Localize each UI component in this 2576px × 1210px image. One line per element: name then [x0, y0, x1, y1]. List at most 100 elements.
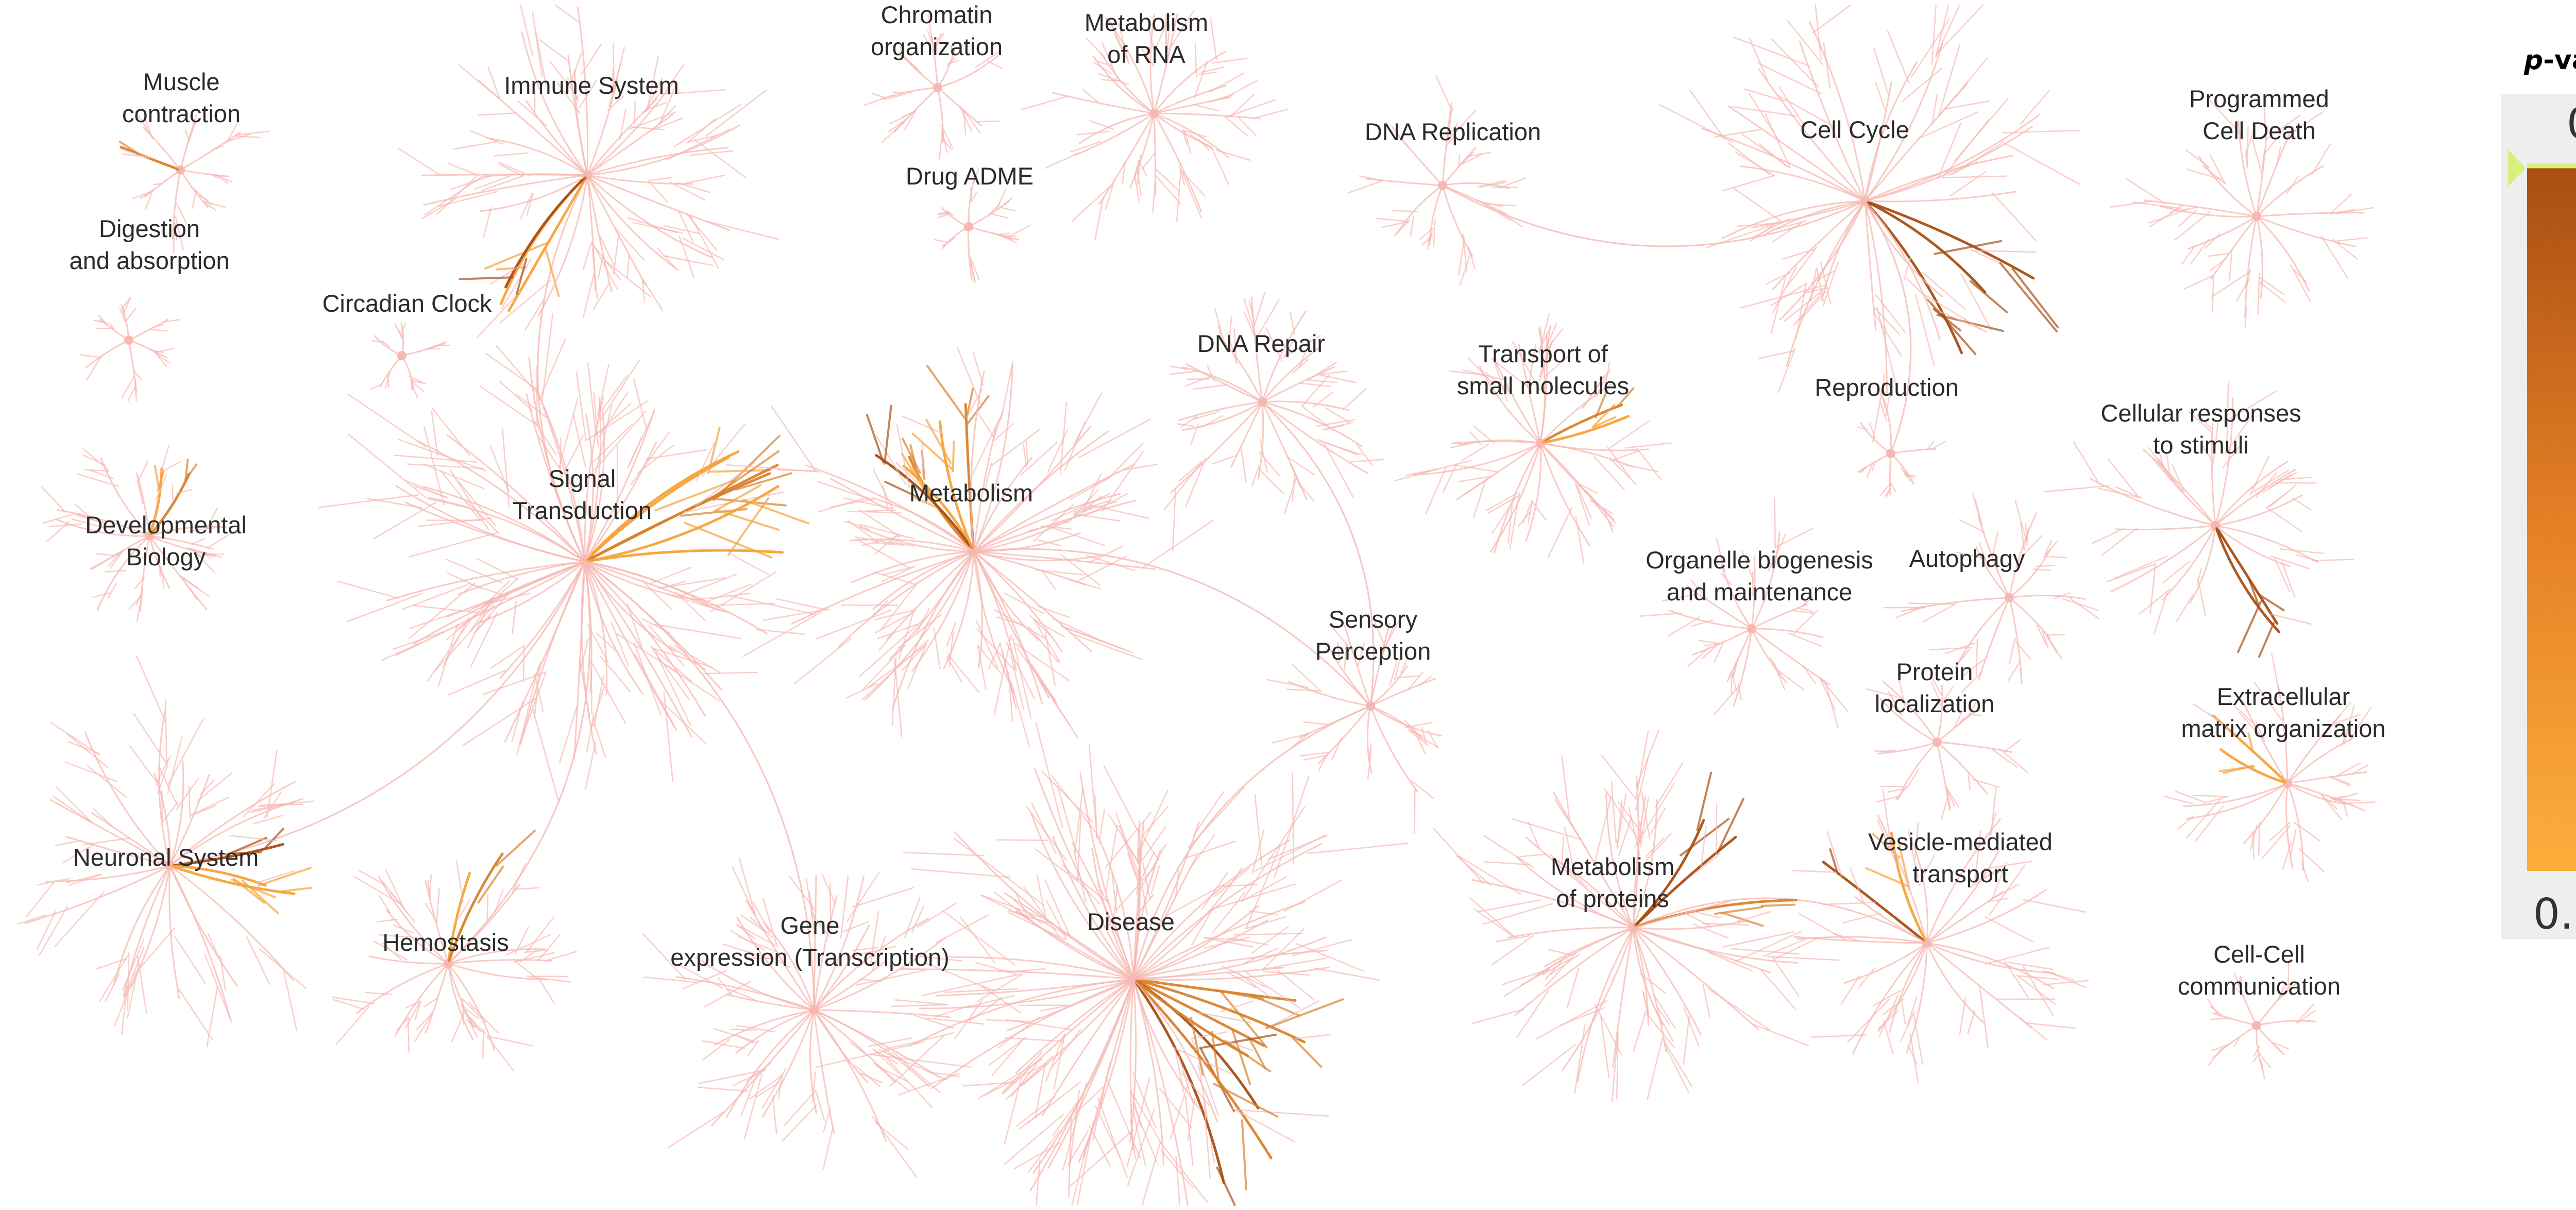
pathway-twig — [188, 785, 191, 820]
pathway-branch — [1181, 366, 1263, 403]
pathway-label-line: of RNA — [1107, 41, 1185, 68]
pathway-tree-dna-replication[interactable] — [1347, 75, 1527, 286]
pathway-tree-hemostasis[interactable] — [331, 829, 578, 1071]
pathway-tree-gene-expression[interactable] — [642, 857, 989, 1178]
pathway-label-autophagy[interactable]: Autophagy — [1909, 545, 2025, 572]
pathway-twig — [489, 263, 523, 285]
pathway-tree-cellular-responses[interactable] — [2043, 381, 2355, 658]
pathway-tree-transport-small-molecules[interactable] — [1394, 313, 1672, 564]
pathway-label-immune-system[interactable]: Immune System — [504, 72, 679, 99]
pathway-label-reproduction[interactable]: Reproduction — [1815, 374, 1959, 401]
pathway-tree-programmed-cell-death[interactable] — [2109, 97, 2374, 329]
pathway-label-neuronal-system[interactable]: Neuronal System — [73, 844, 259, 871]
pathway-twig — [1160, 1149, 1194, 1188]
pathway-twig — [952, 441, 955, 473]
pathway-branch — [2244, 215, 2258, 318]
pathway-branch — [2183, 782, 2289, 807]
pathway-twig — [450, 175, 490, 190]
pathway-tree-metabolism-of-proteins[interactable] — [1433, 729, 1840, 1103]
pathway-tree-cell-cycle[interactable] — [1658, 4, 2081, 443]
pathway-branch — [809, 1009, 818, 1114]
pathway-twig — [640, 275, 664, 311]
pathway-label-disease[interactable]: Disease — [1087, 908, 1175, 935]
pathway-tree-circadian-clock[interactable] — [370, 322, 451, 399]
pathway-twig — [655, 652, 691, 726]
pathway-tree-extracellular-matrix[interactable] — [2163, 653, 2376, 882]
pathway-label-cell-cycle[interactable]: Cell Cycle — [1800, 116, 1909, 143]
pathway-tree-digestion-absorption[interactable] — [79, 296, 180, 402]
pathway-twig — [39, 905, 69, 956]
pathway-twig — [2201, 443, 2215, 465]
pathway-twig — [896, 424, 910, 489]
pathway-label-dna-replication[interactable]: DNA Replication — [1365, 118, 1541, 145]
pathway-tree-immune-system[interactable] — [398, 4, 779, 338]
pathway-twig — [1111, 871, 1117, 913]
pathway-twig — [732, 866, 755, 914]
pathway-tree-dna-repair[interactable] — [1163, 291, 1384, 551]
pathway-tree-developmental-biology[interactable] — [40, 445, 235, 622]
pathway-branch — [148, 535, 214, 550]
pathway-branch — [169, 865, 238, 987]
pathway-twig — [1743, 88, 1785, 102]
pathway-twig — [127, 385, 137, 402]
pathway-tree-protein-localization[interactable] — [1865, 674, 2028, 820]
pathway-twig — [1683, 1015, 1690, 1065]
pathway-twig — [1290, 312, 1295, 335]
pathway-label-circadian-clock[interactable]: Circadian Clock — [322, 290, 492, 317]
pathway-tree-muscle-contraction[interactable] — [118, 114, 270, 255]
pathway-tree-disease[interactable] — [815, 721, 1409, 1206]
pathway-tree-signal-transduction[interactable] — [318, 313, 810, 803]
pathway-twig — [966, 995, 1015, 1008]
pathway-tree-metabolism[interactable] — [725, 347, 1214, 747]
pathway-tree-cell-cell-communication[interactable] — [2207, 960, 2316, 1079]
pathway-tree-autophagy[interactable] — [1883, 493, 2100, 693]
pathway-twig — [704, 981, 751, 1007]
pathway-tree-neuronal-system[interactable] — [16, 656, 315, 1047]
pathway-tree-drug-adme[interactable] — [934, 167, 1031, 283]
legend-max-label: 0 — [2567, 99, 2576, 148]
pathway-twig — [846, 872, 880, 922]
pathway-tree-organelle-biogenesis[interactable] — [1639, 497, 1849, 729]
pathway-tree-vesicle-mediated-transport[interactable] — [1762, 787, 2089, 1083]
pathway-tree-reproduction[interactable] — [1857, 390, 1946, 498]
pathway-twig — [1683, 1007, 1700, 1048]
pathway-twig — [1238, 116, 1257, 137]
pathway-label-dna-repair[interactable]: DNA Repair — [1197, 330, 1325, 357]
pathway-twig — [1404, 719, 1422, 738]
pathway-twig — [2329, 193, 2352, 215]
pathway-branch — [378, 876, 449, 965]
pathway-twig — [2015, 641, 2031, 660]
pathway-label-drug-adme[interactable]: Drug ADME — [906, 162, 1033, 190]
pathway-twig — [662, 581, 686, 589]
pathway-tree-chromatin-organization[interactable] — [863, 15, 1003, 160]
pathway-twig — [1988, 898, 2009, 902]
pathway-branch — [2152, 458, 2216, 527]
pathway-twig — [1458, 237, 1465, 276]
pathway-twig — [520, 193, 533, 220]
pathway-tree-sensory-perception[interactable] — [1266, 615, 1442, 834]
pathway-tree-metabolism-of-rna[interactable] — [1021, 9, 1289, 241]
pathway-label-metabolism[interactable]: Metabolism — [909, 479, 1033, 507]
pathway-twig — [866, 511, 902, 514]
pathway-twig — [1406, 671, 1423, 691]
pathway-label-hemostasis[interactable]: Hemostasis — [382, 929, 509, 956]
legend-title: p-value — [2523, 45, 2576, 76]
pathway-branch — [973, 426, 1091, 552]
